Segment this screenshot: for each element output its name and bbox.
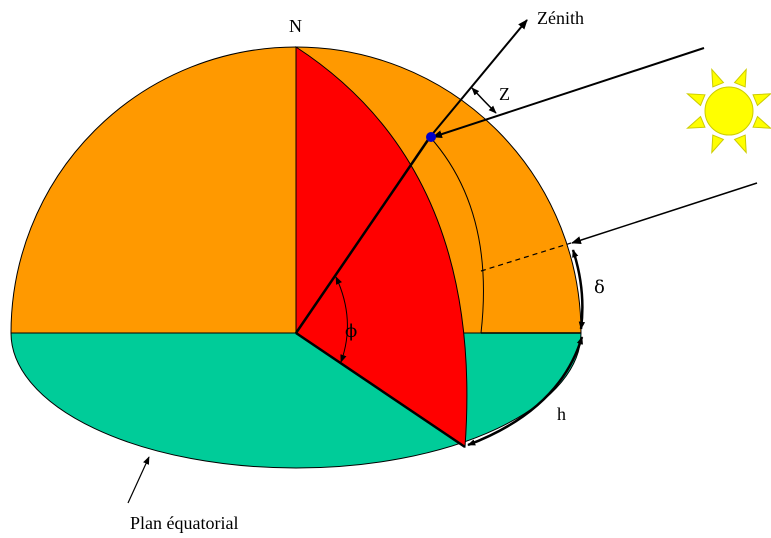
sun-ray-triangle [733, 68, 747, 88]
sun-ray-upper [432, 47, 705, 138]
equatorial-plane-pointer [127, 456, 150, 504]
zenith-angle-label: Z [499, 84, 510, 104]
sun-ray-triangle [752, 93, 771, 107]
sun-ray-triangle [733, 134, 747, 154]
equatorial-plane-disk [10, 332, 582, 469]
observer-radius [294, 136, 432, 334]
observer-point [426, 132, 436, 142]
latitude-label: ϕ [345, 321, 357, 342]
sun-ray-triangle [711, 68, 725, 88]
sun-ray-triangle [686, 93, 706, 107]
sun-ray-triangle [686, 115, 706, 129]
zenith-angle-arc [471, 87, 497, 114]
sun-ray-triangle [711, 134, 725, 154]
latitude-angle-arc [335, 276, 348, 363]
zenith-label: Zénith [537, 8, 584, 28]
zenith-axis [429, 19, 528, 138]
declination-label: δ [594, 277, 605, 298]
meridian-curve [429, 136, 484, 334]
hour-angle-arc [467, 336, 584, 447]
declination-dashed-line [480, 242, 572, 272]
declination-arc [571, 249, 586, 330]
equatorial-plane-label: Plan équatorial [130, 513, 238, 533]
sun-icon [686, 68, 771, 154]
hour-angle-label: h [557, 404, 566, 424]
hour-radius [295, 331, 466, 449]
sun-ray-lower [571, 182, 758, 245]
north-label: N [289, 16, 302, 36]
sun-ray-triangle [752, 115, 771, 129]
